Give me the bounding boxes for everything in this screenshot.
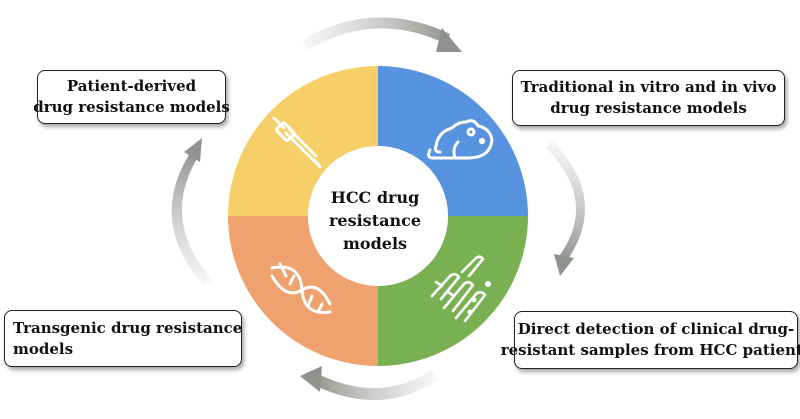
label-patient-derived-line1: Patient-derived (66, 77, 197, 95)
label-transgenic: Transgenic drug resistance models (4, 310, 242, 367)
center-title: HCC drug resistance models (300, 186, 450, 255)
dna-icon (270, 262, 332, 315)
mouse-icon (427, 119, 494, 160)
segment-traditional (378, 66, 528, 216)
arrow-right (546, 140, 585, 276)
segment-direct-detection (378, 216, 528, 366)
label-direct-detection-line2: resistant samples from HCC patients (500, 341, 800, 359)
pipette-icon (272, 116, 322, 169)
label-traditional: Traditional in vitro and in vivo drug re… (512, 70, 785, 126)
arrow-left (171, 138, 212, 286)
label-direct-detection: Direct detection of clinical drug- resis… (501, 311, 800, 369)
label-traditional-line2: drug resistance models (550, 99, 747, 117)
center-title-line1: HCC drug (330, 188, 420, 207)
label-transgenic-line1: Transgenic drug resistance (13, 318, 243, 337)
label-direct-detection-line1: Direct detection of clinical drug- (517, 320, 795, 338)
label-traditional-line1: Traditional in vitro and in vivo (520, 78, 777, 96)
arrow-top (302, 17, 462, 52)
test-tubes-icon (430, 255, 491, 323)
label-patient-derived: Patient-derived drug resistance models (33, 70, 230, 124)
arrow-bottom (300, 366, 438, 401)
label-transgenic-line2: models (13, 339, 74, 358)
center-title-line2: resistance models (328, 211, 421, 253)
label-patient-derived-line2: drug resistance models (33, 98, 230, 116)
ring-center (308, 146, 448, 286)
